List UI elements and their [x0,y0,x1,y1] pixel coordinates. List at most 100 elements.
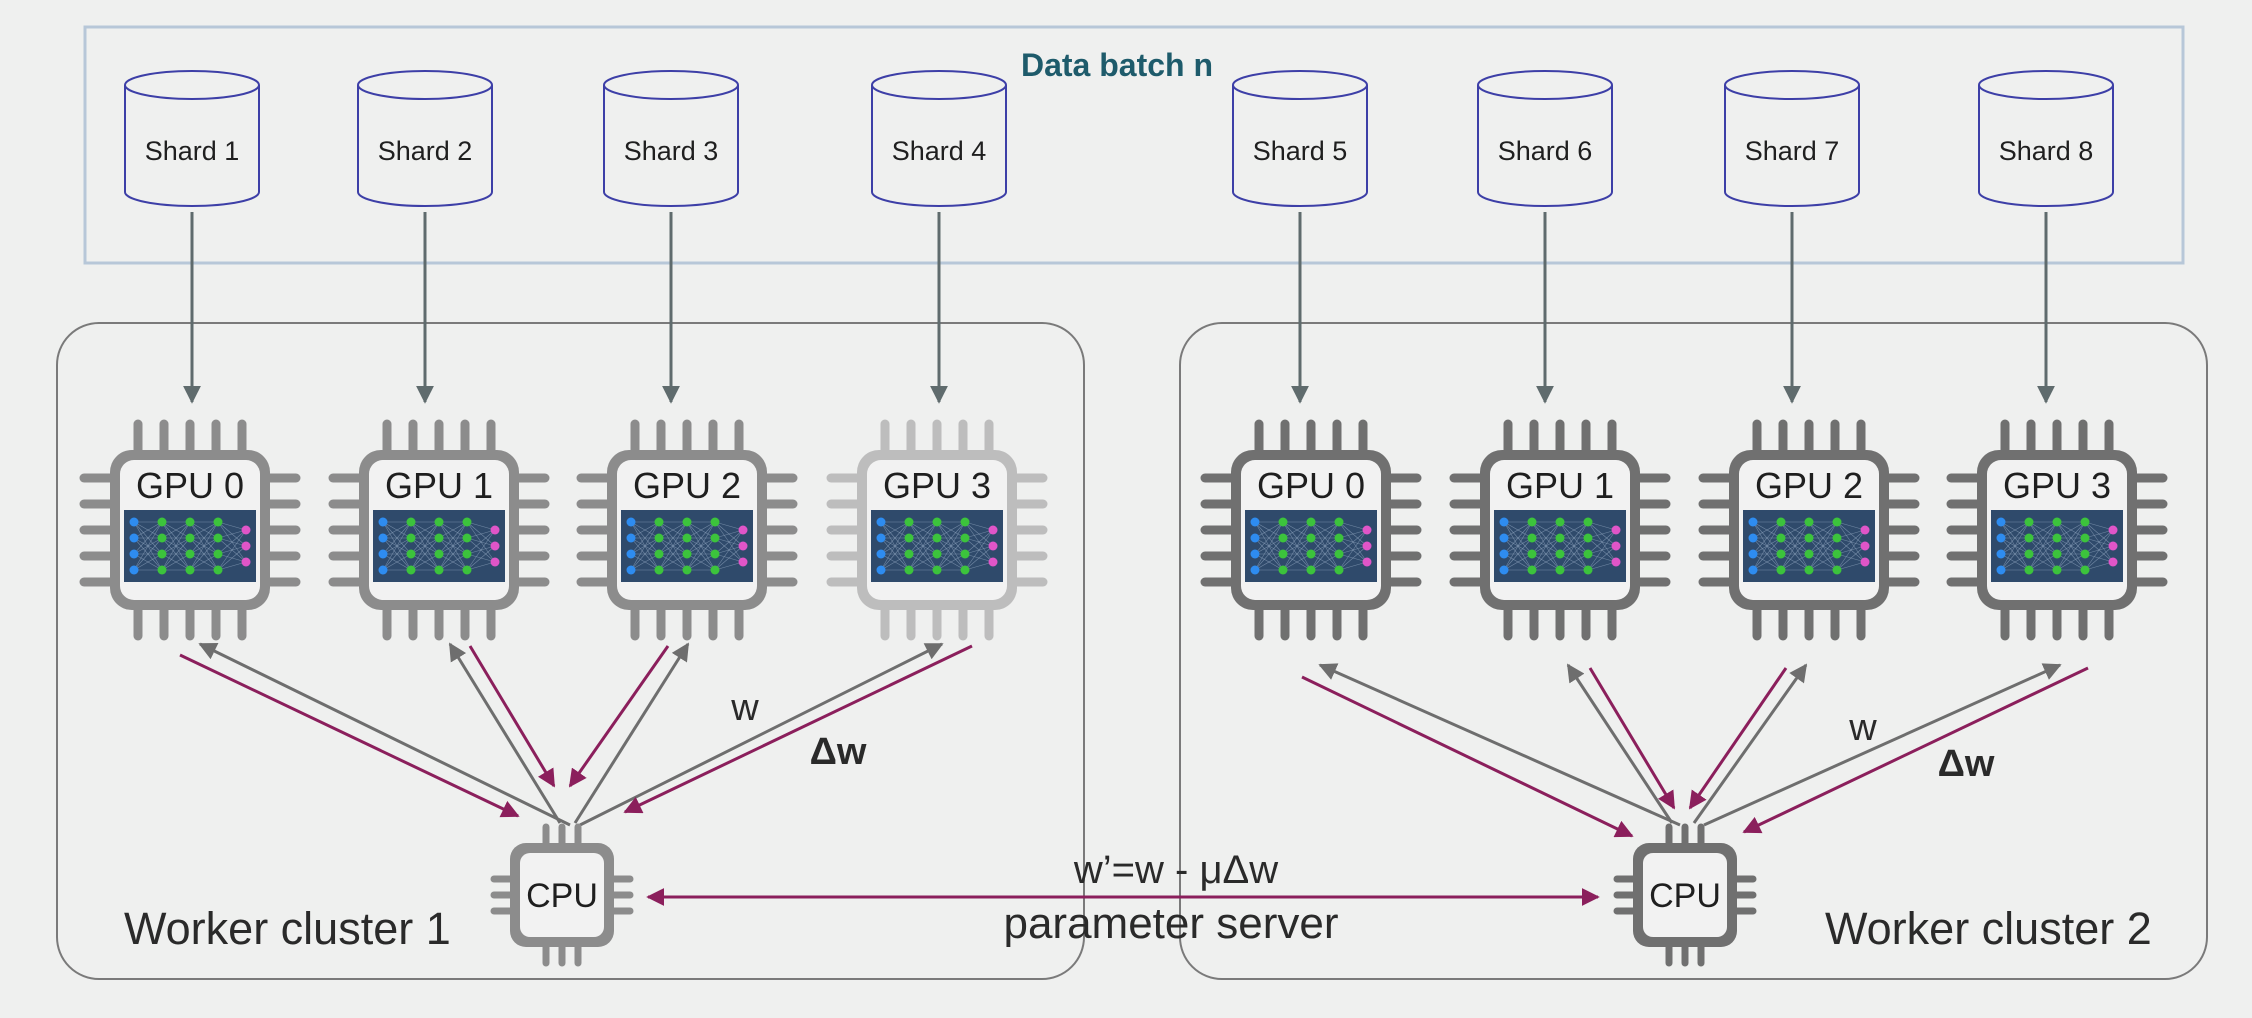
nn-node [1250,565,1260,575]
nn-edge [466,521,496,531]
nn-node [1306,549,1316,559]
nn-node [710,517,720,527]
nn-node [213,549,223,559]
nn-edge [1559,521,1589,571]
nn-edge [189,537,219,571]
nn-edge [1254,521,1284,539]
nn-edge [133,537,163,571]
worker-cluster-2-box [1179,322,2208,980]
nn-node [1555,517,1565,527]
nn-edge [2084,545,2114,571]
worker-cluster-2-label: Worker cluster 2 [1825,903,2152,954]
nn-edge [908,521,938,555]
nn-node [932,517,942,527]
nn-node [2052,565,2062,575]
nn-node [1527,517,1537,527]
delta-w-arrow-cluster-1-gpu-2 [568,645,670,788]
w-label-cluster-1: w [730,687,759,729]
nn-node [185,549,195,559]
nn-edge [217,545,247,571]
nn-node [1611,541,1621,551]
neural-network-icon [124,510,256,582]
nn-edge [2000,537,2030,571]
nn-node [434,533,444,543]
nn-edge [1503,521,1533,571]
parameter-server-label: parameter server [1003,899,1338,948]
nn-edge [133,521,163,555]
nn-node [710,533,720,543]
nn-node [988,525,998,535]
nn-node [213,517,223,527]
nn-node [876,549,886,559]
nn-edge [964,545,994,571]
nn-edge [382,521,412,539]
nn-edge [217,529,247,571]
nn-edge [2000,553,2030,571]
shard-cylinder-body [1978,85,2114,207]
nn-edge [2084,529,2114,539]
shard-label: Shard 3 [624,136,719,166]
nn-node [1583,549,1593,559]
shard-cylinder-body [357,85,493,207]
nn-edge [382,537,412,571]
nn-node [626,517,636,527]
gpu-chip-cluster-2-3: GPU 3 [1946,419,2168,641]
shard-cylinder-top [1477,70,1613,100]
nn-node [1776,565,1786,575]
nn-edge [1836,529,1866,555]
nn-node [988,557,998,567]
nn-edge [1780,521,1810,571]
nn-edge [466,545,496,571]
nn-node [434,517,444,527]
shard-label: Shard 6 [1498,136,1593,166]
nn-edge [189,521,219,539]
shard-label: Shard 5 [1253,136,1348,166]
shard-cylinder-body [1232,85,1368,207]
nn-node [185,517,195,527]
nn-node [1334,549,1344,559]
nn-edge [880,553,910,571]
nn-edge [2056,521,2086,539]
nn-edge [686,537,716,571]
nn-node [1527,533,1537,543]
cpu-chip-cluster-2: CPU [1613,823,1757,967]
nn-node [1306,517,1316,527]
nn-node [654,565,664,575]
nn-node [157,517,167,527]
nn-edge [1310,521,1340,539]
shard-cylinder-top [1724,70,1860,100]
nn-node [1555,565,1565,575]
nn-edge [1531,553,1561,571]
nn-edge [936,537,966,571]
nn-edge [1559,553,1589,571]
nn-edge [1531,521,1561,571]
w-arrow-cluster-1-gpu-2 [573,642,690,824]
nn-node [960,533,970,543]
nn-edge [1587,561,1617,571]
nn-node [241,525,251,535]
gpu-chip-cluster-1-1: GPU 1 [328,419,550,641]
nn-node [1499,533,1509,543]
nn-node [129,517,139,527]
shard-3: Shard 3 [603,70,739,207]
nn-node [1611,557,1621,567]
nn-node [626,533,636,543]
w-arrow-cluster-2-gpu-2 [1692,663,1808,824]
worker-cluster-1-label: Worker cluster 1 [124,903,451,954]
nn-edge [1310,521,1340,571]
nn-edge [2000,521,2030,555]
nn-node [241,557,251,567]
nn-edge [189,553,219,571]
nn-edge [658,521,688,555]
gpu-chip-cluster-1-3: GPU 3 [826,419,1048,641]
nn-node [2052,533,2062,543]
nn-node [490,541,500,551]
nn-edge [714,529,744,555]
nn-edge [1310,521,1340,555]
nn-edge [410,521,440,555]
nn-edge [133,553,163,571]
nn-edge [908,521,938,571]
nn-edge [1531,521,1561,555]
